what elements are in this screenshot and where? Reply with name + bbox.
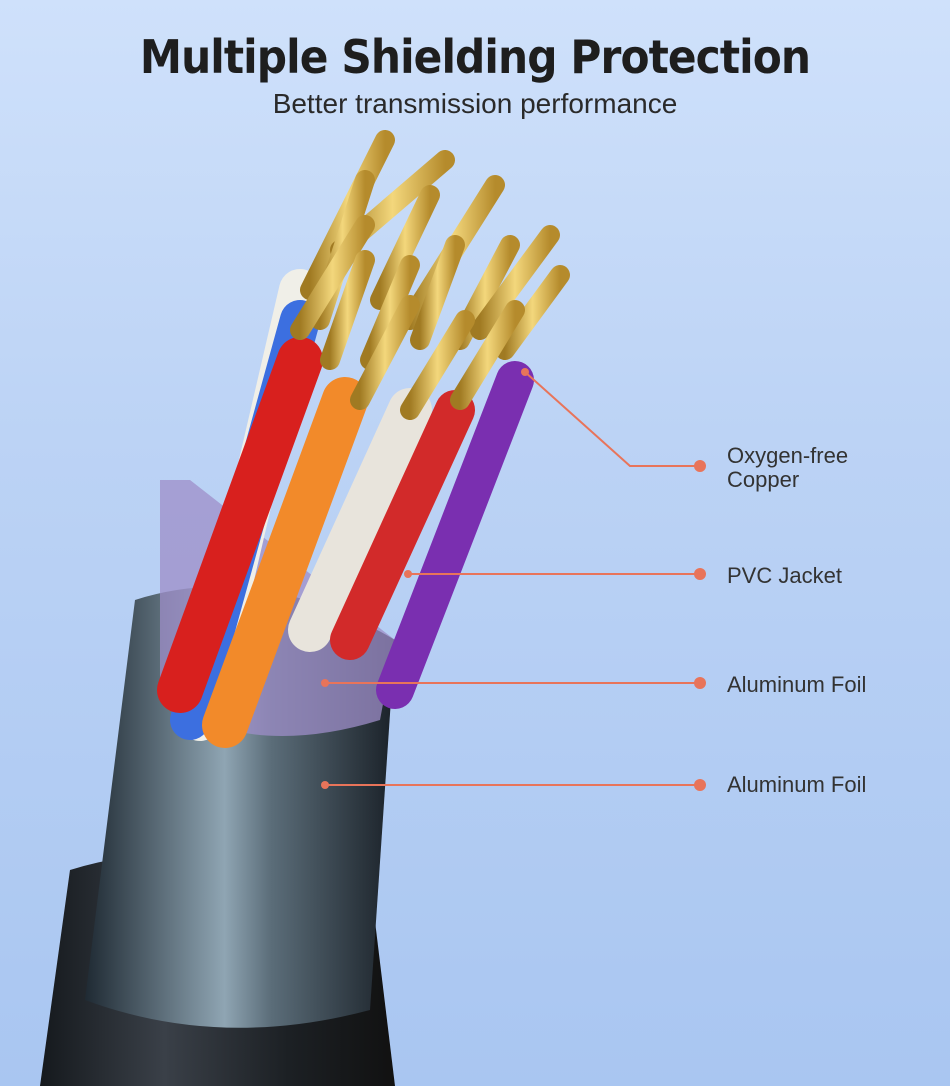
copper-conductors (290, 130, 570, 420)
callout-label-oxygen-free-copper: Oxygen-free Copper (727, 443, 849, 492)
callout-dots (321, 368, 706, 791)
callout-label-aluminum-foil-inner: Aluminum Foil (727, 672, 867, 697)
callout-lines (325, 371, 700, 786)
callout-label-aluminum-foil-outer: Aluminum Foil (727, 772, 867, 797)
page-subtitle: Better transmission performance (272, 88, 678, 119)
page-title: Multiple Shielding Protection (139, 30, 811, 84)
callout-label-pvc-jacket: PVC Jacket (727, 563, 842, 588)
insulated-wires (157, 269, 534, 748)
